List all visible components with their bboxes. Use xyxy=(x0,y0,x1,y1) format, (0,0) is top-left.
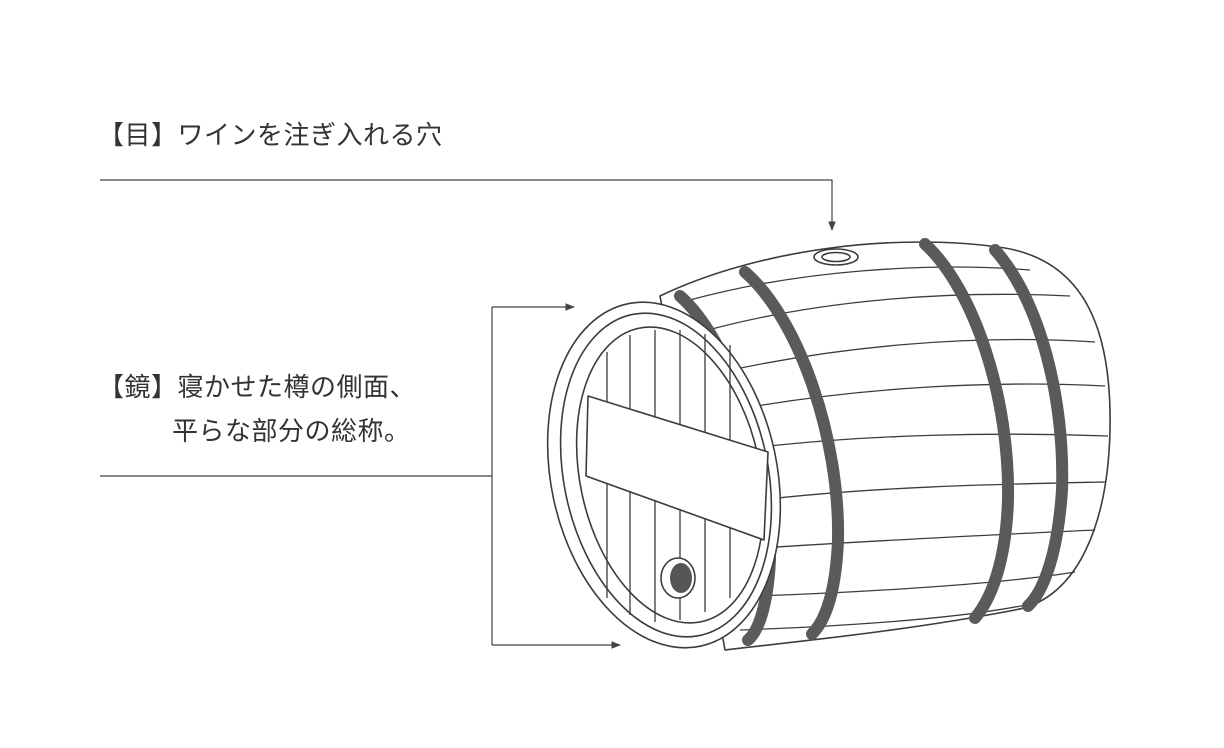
barrel-head xyxy=(546,301,782,649)
label-barrel-head-description-line2: 平らな部分の総称。 xyxy=(172,417,411,447)
head-crossbar xyxy=(585,395,769,541)
label-barrel-head: 【鏡】寝かせた樽の側面、 平らな部分の総称。 xyxy=(98,366,416,454)
label-bunghole: 【目】ワインを注ぎ入れる穴 xyxy=(98,114,443,158)
leader-lines xyxy=(100,179,836,649)
bunghole xyxy=(813,248,859,266)
label-bunghole-term: 【目】 xyxy=(98,121,178,151)
spigot-hole xyxy=(660,557,696,599)
label-barrel-head-description-line1: 寝かせた樽の側面、 xyxy=(177,373,417,403)
bunghole-leader-line xyxy=(100,179,836,231)
label-bunghole-description: ワインを注ぎ入れる穴 xyxy=(177,121,443,151)
label-barrel-head-term: 【鏡】 xyxy=(98,373,178,403)
barrel xyxy=(546,238,1111,651)
